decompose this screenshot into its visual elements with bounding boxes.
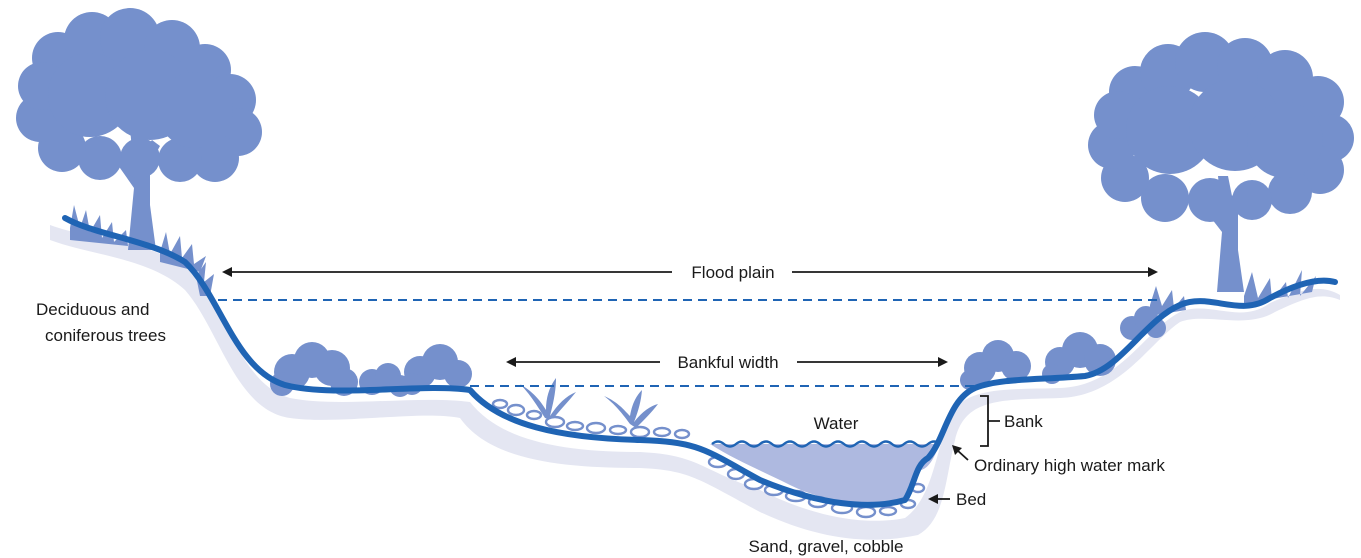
shrub-icon [270,342,358,396]
arrowhead-icon [222,267,232,277]
grass-icon [70,205,1316,316]
tree-icon [16,8,262,250]
stone-icon [491,398,926,519]
bank-label: Bank [1004,412,1043,431]
high-water-mark-pointer [956,449,969,461]
ground-profile-line [62,215,1338,508]
arrowhead-icon [1148,267,1158,277]
water-label: Water [814,414,859,433]
water-body [710,444,940,506]
tree-icon [1088,32,1354,292]
arrowhead-icon [928,494,938,504]
arrowhead-icon [506,357,516,367]
bankful-width-label: Bankful width [677,353,778,372]
arrowhead-icon [952,445,962,455]
flood-plain-label: Flood plain [691,263,774,282]
trees-label-line2: coniferous trees [45,326,166,345]
shrub-icon [401,344,472,395]
ground-shadow [50,225,1340,540]
ordinary-high-water-mark-label: Ordinary high water mark [974,456,1165,475]
bed-label: Bed [956,490,986,509]
fern-icon [604,390,658,428]
arrowhead-icon [938,357,948,367]
bank-bracket [980,395,1000,447]
substrate-label: Sand, gravel, cobble [749,537,904,556]
water-surface-line [711,440,941,448]
trees-label-line1: Deciduous and [36,300,149,319]
fern-icon [520,378,576,420]
